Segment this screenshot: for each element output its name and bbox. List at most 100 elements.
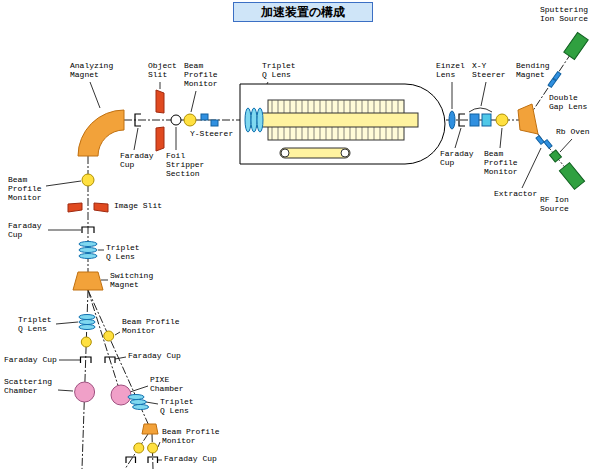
x-y-steerer [470, 114, 479, 126]
scattering-chamber [75, 382, 95, 402]
faraday-cup [81, 357, 92, 363]
part-label: Faraday Cup [120, 152, 158, 170]
leader-line [522, 148, 541, 188]
part-label: PIXE Chamber [150, 376, 188, 394]
extractor [536, 136, 544, 145]
sputtering-ion-source [564, 32, 588, 59]
triplet-q-lens [79, 254, 97, 259]
beam-line [82, 46, 576, 469]
part-label: Faraday Cup [440, 150, 478, 168]
beam-profile-monitor [104, 331, 114, 341]
faraday-cup [459, 114, 465, 126]
part-label: Beam Profile Monitor [122, 318, 182, 336]
leader-line [560, 139, 572, 152]
beam-tube [246, 113, 418, 127]
part-label: Beam Profile Monitor [184, 62, 220, 88]
switching-magnet [73, 272, 103, 290]
image-slit [68, 203, 82, 212]
part-label: Faraday Cup [4, 356, 57, 365]
belt-pulley [281, 149, 289, 157]
beam-profile-monitor [496, 114, 508, 126]
triplet-q-lens [251, 108, 257, 132]
y-steerer [201, 114, 208, 120]
beam-profile-monitor [81, 337, 91, 347]
part-label: Beam Profile Monitor [8, 176, 44, 202]
analyzing-magnet [78, 110, 124, 156]
beam-profile-monitor [184, 114, 196, 126]
einzel-lens [449, 111, 455, 129]
faraday-cup [148, 457, 158, 463]
leader-line [90, 82, 100, 108]
faraday-cup [135, 114, 141, 126]
rb-oven [550, 150, 562, 162]
leader-line [158, 442, 160, 447]
part-label: Sputtering Ion Source [540, 6, 590, 24]
leader-line [58, 390, 73, 391]
y-steerer [211, 120, 218, 126]
title-box: 加速装置の構成 [233, 2, 373, 22]
leader-line [500, 128, 502, 148]
beam-line [125, 434, 148, 469]
triplet-q-lens [130, 400, 146, 405]
leader-line [176, 127, 177, 150]
object-slit [156, 90, 164, 113]
object-slit [156, 127, 164, 151]
triplet-q-lens [245, 108, 251, 132]
faraday-cup [105, 357, 115, 363]
part-label: Switching Magnet [110, 272, 156, 290]
double-gap-lens [553, 72, 561, 81]
part-label: Faraday Cup [128, 352, 181, 361]
leader-line [191, 91, 196, 112]
part-label: Object Slit [148, 62, 180, 80]
leader-line [452, 82, 453, 109]
part-label: Rb Oven [556, 128, 590, 137]
belt-pulley [341, 149, 349, 157]
beam-line [88, 290, 121, 395]
part-label: Faraday Cup [8, 222, 46, 240]
x-y-steerer [482, 114, 491, 126]
bending-magnet [142, 424, 158, 434]
part-label: X-Y Steerer [472, 62, 512, 80]
leader-line [56, 322, 78, 324]
charging-belt [280, 148, 350, 158]
beam-profile-monitor [148, 443, 158, 453]
leader-line [160, 82, 161, 89]
part-label: Analyzing Magnet [70, 62, 116, 80]
rf-ion-source [559, 163, 584, 190]
faraday-cup [82, 227, 94, 233]
part-label: Bending Magnet [516, 62, 556, 80]
foil-stripper [171, 115, 181, 125]
image-slit [94, 203, 108, 212]
triplet-q-lens [79, 248, 97, 253]
accelerator-tank [240, 84, 445, 164]
part-label: Y-Steerer [190, 130, 233, 139]
leader-line [46, 181, 81, 186]
title-text: 加速装置の構成 [261, 4, 345, 21]
pixe-chamber [111, 385, 131, 405]
leader-line [130, 386, 148, 392]
triplet-q-lens [79, 320, 95, 325]
part-label: Triplet Q Lens [262, 62, 298, 80]
leader-line [115, 332, 120, 335]
leader-line [48, 230, 81, 231]
part-label: Faraday Cup [164, 455, 217, 464]
faraday-cup [126, 457, 136, 463]
triplet-q-lens [133, 405, 149, 410]
triplet-q-lens [79, 315, 95, 320]
part-label: Triplet Q Lens [160, 398, 196, 416]
steerer-bracket [469, 108, 492, 112]
leader-line [101, 280, 108, 281]
part-label: Foil Stripper Section [166, 152, 206, 178]
part-label: Einzel Lens [436, 62, 468, 80]
triplet-q-lens [79, 325, 95, 330]
extractor [544, 140, 552, 149]
leader-line [46, 82, 572, 460]
leader-line [134, 128, 138, 150]
part-label: Beam Profile Monitor [484, 150, 520, 176]
leader-line [455, 128, 461, 148]
leader-line [146, 402, 158, 404]
bending-magnet [518, 104, 538, 134]
leader-line [481, 82, 486, 106]
beam-profile-monitor [134, 443, 144, 453]
